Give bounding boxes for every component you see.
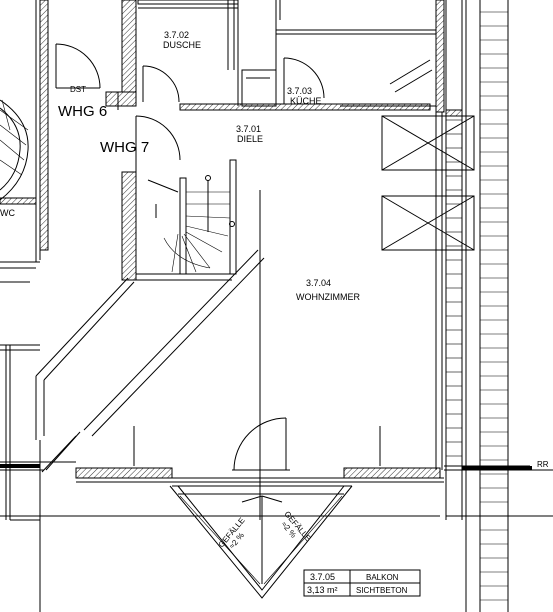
kueche-number: 3.7.03 [287, 86, 312, 96]
wohnzimmer-name: WOHNZIMMER [296, 292, 360, 302]
wohnzimmer-number: 3.7.04 [306, 278, 331, 288]
shaft-lower [381, 195, 475, 251]
balcony-number: 3.7.05 [310, 572, 335, 582]
dst-label: DST [70, 85, 86, 94]
dusche-number: 3.7.02 [164, 30, 189, 40]
left-boundary-walls [0, 0, 49, 520]
south-wall [0, 461, 553, 517]
dusche-name: DUSCHE [163, 40, 201, 50]
diele-number: 3.7.01 [236, 124, 261, 134]
dusche-room [137, 0, 277, 107]
unit-label-whg6: WHG 6 [58, 103, 107, 120]
diagonal-walls [35, 249, 265, 473]
balcony-finish: SICHTBETON [356, 586, 408, 595]
rr-label: RR [537, 460, 549, 469]
wohnzimmer-room [133, 190, 381, 520]
kueche-name: KÜCHE [290, 96, 322, 106]
dusche-door [142, 65, 180, 103]
diele-name: DIELE [237, 134, 263, 144]
balcony-area: 3,13 m² [307, 585, 338, 595]
slope-left: GEFÄLLE ≈2 % [217, 516, 247, 551]
balcony-info-table: 3.7.05 BALKON 3,13 m² SICHTBETON [303, 569, 421, 597]
wc-label: WC [0, 208, 15, 218]
balcony-name: BALKON [366, 573, 399, 582]
diele-north-wall [179, 103, 431, 111]
whg7-entry-door [135, 115, 181, 172]
unit-label-whg7: WHG 7 [100, 139, 149, 156]
party-wall [105, 0, 137, 281]
facade-rungs [446, 11, 508, 601]
balcony [169, 485, 353, 599]
staircase [136, 159, 237, 281]
bottom-left-lines [10, 440, 41, 612]
shaft-upper [381, 115, 475, 171]
dst-door [55, 43, 101, 89]
